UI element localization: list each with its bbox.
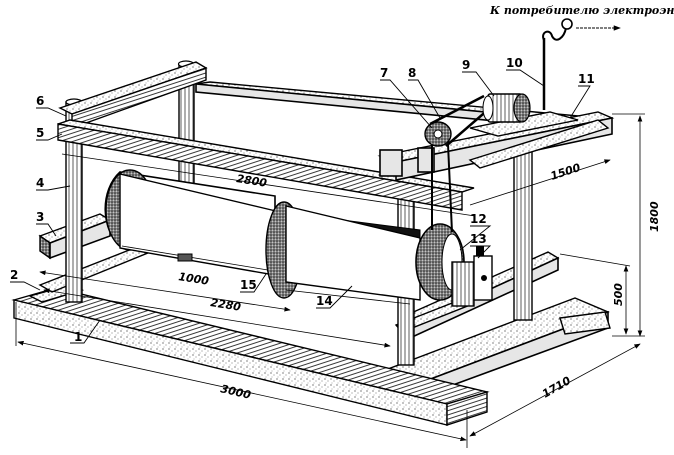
label-4: 4: [36, 176, 44, 190]
post-back-right: [513, 139, 533, 321]
dim-frame-width: 1710: [540, 374, 573, 401]
top-block-right: [379, 149, 403, 177]
leader-lines: [10, 69, 591, 344]
cable-connector-icon: [561, 18, 573, 30]
label-10: 10: [506, 56, 523, 70]
label-5: 5: [36, 126, 44, 140]
dim-top-width: 1500: [549, 161, 582, 183]
label-8: 8: [408, 66, 416, 80]
label-12: 12: [470, 212, 487, 226]
top-block-right-2: [417, 147, 435, 173]
cable-mast-10: [542, 18, 621, 110]
rotor-14: [104, 169, 465, 305]
top-crossbeam-6: [58, 61, 208, 129]
dimension-lines: [15, 113, 645, 448]
axle-nut: [177, 253, 193, 262]
dim-top-length: 2800: [236, 172, 269, 190]
dim-frame-length: 3000: [219, 382, 252, 402]
base-plank-right-back: [559, 311, 611, 335]
label-11: 11: [578, 72, 595, 86]
label-7: 7: [380, 66, 388, 80]
label-13: 13: [470, 232, 487, 246]
bearing-13: [451, 246, 493, 307]
caption-to-consumer: К потребителю электроэнергии: [489, 4, 674, 17]
belt-lower: [431, 143, 453, 233]
dim-blade-section: 1000: [178, 270, 211, 288]
label-1: 1: [74, 330, 82, 344]
label-3: 3: [36, 210, 44, 224]
top-beam-5: [57, 119, 475, 211]
label-2: 2: [10, 268, 18, 282]
generator-9: [482, 93, 531, 123]
label-6: 6: [36, 94, 44, 108]
label-14: 14: [316, 294, 333, 308]
dim-axle-height: 500: [612, 283, 625, 306]
belt-8: [429, 94, 491, 147]
dim-frame-height: 1800: [648, 201, 661, 232]
label-15: 15: [240, 278, 257, 292]
dim-rotor-length: 2280: [210, 296, 243, 314]
label-9: 9: [462, 58, 470, 72]
